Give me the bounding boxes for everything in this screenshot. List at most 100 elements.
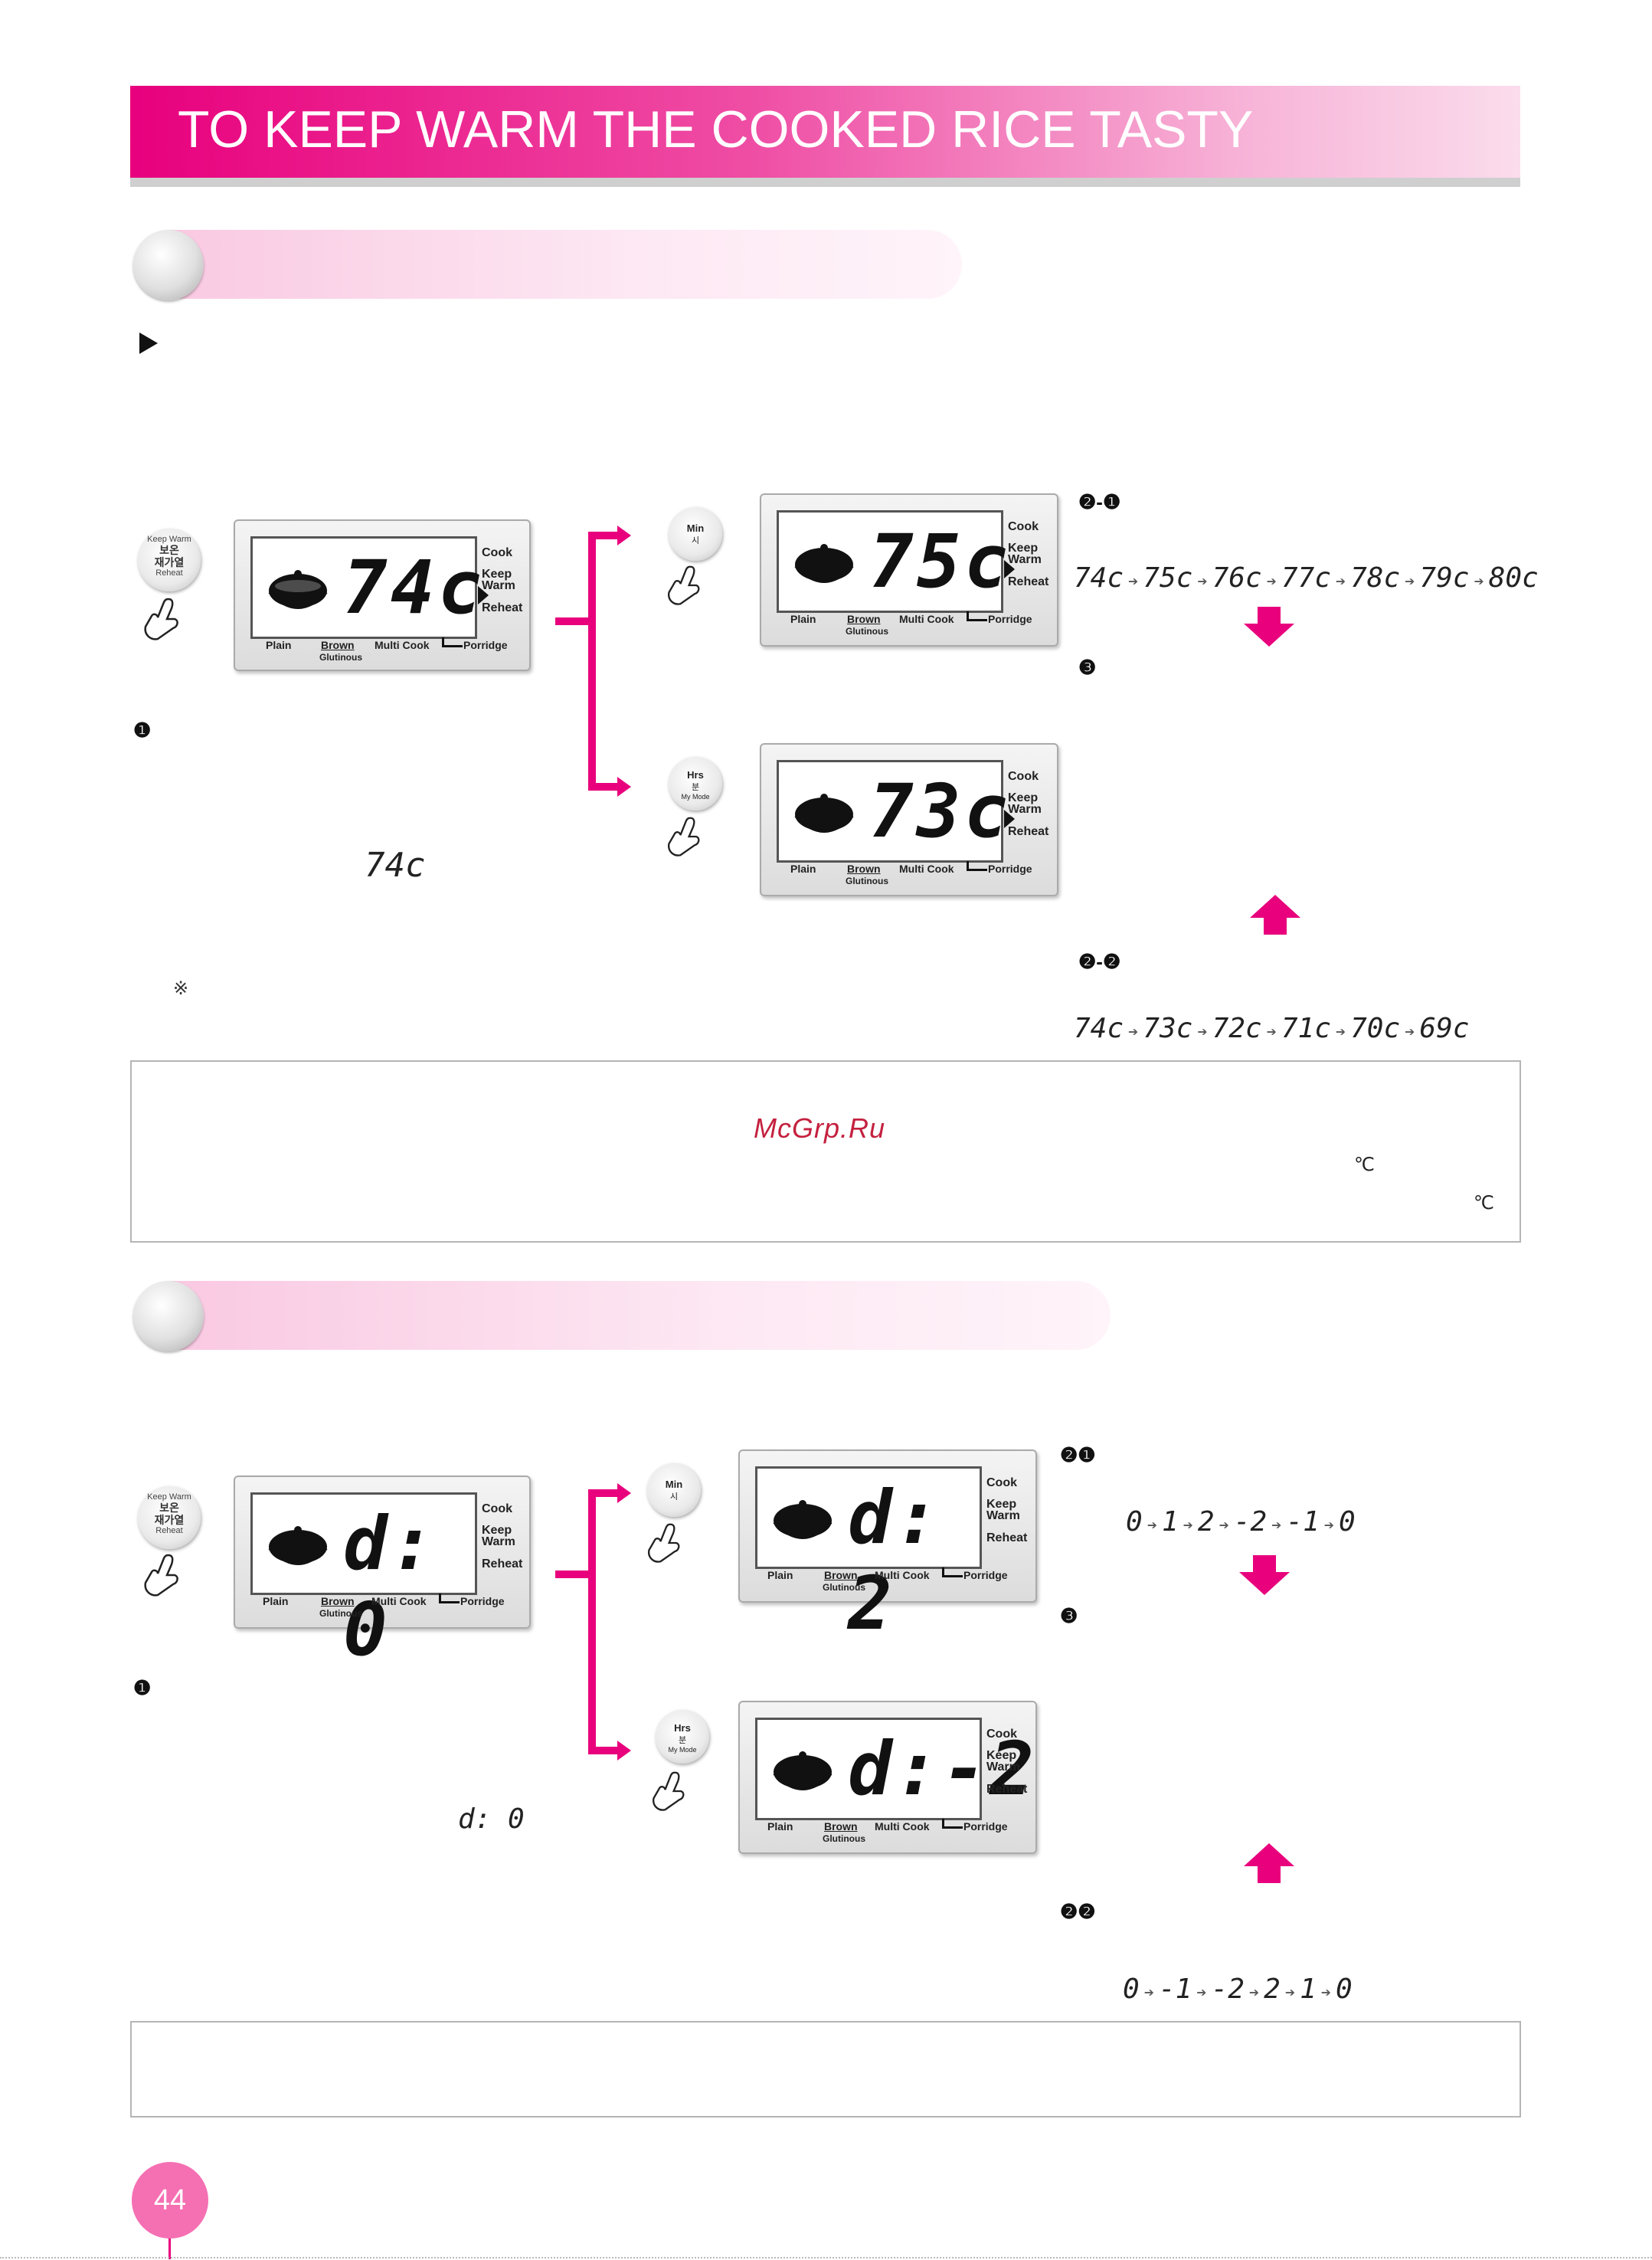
note-box-2 [130, 2021, 1521, 2118]
adjust-sequence-down: 0➔-1➔-2➔2➔1➔0 [1123, 1973, 1353, 2005]
lcd-label-cook: Cook [482, 1502, 512, 1515]
keep-warm-button[interactable]: Keep Warm 보온 재가열 Reheat [138, 529, 201, 591]
lcd-digits: d: 0 [343, 1501, 438, 1672]
lcd-label-warm: Warm [482, 579, 515, 592]
lcd-label-reheat: Reheat [986, 1783, 1028, 1796]
bracket-top-branch [588, 1489, 620, 1497]
lcd-label-warm: Warm [1008, 553, 1042, 566]
sequence-arrow-icon: ➔ [1405, 572, 1415, 591]
rice-bowl-icon [794, 794, 854, 833]
lcd-digits: 73c [869, 768, 1012, 854]
sequence-value: 78c [1350, 562, 1401, 594]
sequence-value: 69c [1419, 1013, 1470, 1044]
lcd-label-reheat: Reheat [482, 1557, 523, 1571]
lcd-label-warm: Warm [986, 1761, 1020, 1774]
lcd-label-reheat: Reheat [1008, 825, 1049, 838]
sequence-value: 75c [1143, 562, 1193, 594]
hrs-button[interactable]: Hrs 분 My Mode [669, 757, 722, 811]
sequence-value: 0 [1336, 1973, 1353, 2005]
lcd-display-up: 75c Cook Keep Warm Reheat Plain Brown Gl… [760, 493, 1058, 647]
lcd-label-cook: Cook [1008, 520, 1039, 533]
lcd-label-multi-cook: Multi Cook [899, 613, 954, 625]
bracket-top-arrow-icon [617, 1483, 631, 1503]
bracket-stem [555, 1571, 592, 1578]
lcd-label-porridge: Porridge [988, 863, 1032, 875]
bottom-rule [0, 2257, 1652, 2260]
sequence-value: 76c [1212, 562, 1262, 594]
lcd-label-keep: Keep [482, 1524, 512, 1537]
min-ko-label: 시 [691, 536, 700, 545]
sequence-arrow-icon: ➔ [1128, 572, 1139, 591]
lcd-label-multi-cook: Multi Cook [875, 1569, 930, 1581]
lcd-label-warm: Warm [986, 1509, 1020, 1522]
lcd-label-warm: Warm [1008, 803, 1042, 816]
rice-bowl-icon [268, 1526, 328, 1565]
arrow-up-icon [1244, 1843, 1294, 1883]
lcd-label-brown: Brown [847, 613, 881, 625]
section-1-heading-bullet [133, 230, 204, 300]
pointer-triangle-icon [1004, 810, 1015, 828]
lcd-label-brown: Brown [824, 1569, 858, 1581]
porridge-indicator [439, 1593, 460, 1603]
lcd-screen: d:-2 [755, 1718, 1034, 1820]
min-button[interactable]: Min 시 [647, 1463, 701, 1517]
sequence-arrow-icon: ➔ [1197, 572, 1208, 591]
sequence-value: 1 [1300, 1973, 1317, 2005]
lcd-label-brown: Brown [321, 639, 355, 651]
my-mode-label: My Mode [668, 1746, 697, 1754]
page-number: 44 [153, 2184, 187, 2216]
lcd-screen: d: 0 [250, 1492, 477, 1672]
sequence-value: 77c [1281, 562, 1331, 594]
min-button[interactable]: Min 시 [669, 507, 722, 561]
lcd-label-brown: Brown [824, 1820, 858, 1833]
sequence-arrow-icon: ➔ [1474, 572, 1484, 591]
title-banner-shadow [130, 178, 1520, 187]
porridge-indicator [442, 637, 463, 647]
lcd-display-main: d: 0 Cook Keep Warm Reheat Plain Brown G… [234, 1476, 531, 1672]
sequence-arrow-icon: ➔ [1335, 572, 1346, 591]
lcd-label-cook: Cook [1008, 770, 1039, 783]
page-number-stem [168, 2229, 171, 2259]
lcd-label-keep: Keep [1008, 791, 1039, 804]
page-number-badge: 44 [132, 2162, 208, 2239]
sequence-value: -2 [1211, 1973, 1245, 2005]
lcd-label-multi-cook: Multi Cook [375, 639, 430, 651]
sequence-value: 0 [1126, 1506, 1143, 1538]
lcd-display-down: 73c Cook Keep Warm Reheat Plain Brown Gl… [760, 743, 1058, 896]
finger-press-icon [648, 1523, 680, 1563]
lcd-label-warm: Warm [482, 1535, 515, 1548]
adjust-sequence-up: 0➔1➔2➔-2➔-1➔0 [1126, 1506, 1356, 1538]
lcd-label-porridge: Porridge [963, 1820, 1008, 1833]
hrs-button[interactable]: Hrs 분 My Mode [656, 1710, 709, 1764]
lcd-label-multi-cook: Multi Cook [875, 1820, 930, 1833]
lcd-screen: 73c [777, 760, 1015, 863]
arrow-up-icon [1250, 895, 1300, 935]
keep-warm-label: Keep Warm [147, 1492, 191, 1502]
section-1-heading-bar [138, 230, 962, 299]
sequence-value: 2 [1264, 1973, 1281, 2005]
rice-bowl-icon [773, 1751, 833, 1790]
play-bullet-icon [139, 332, 158, 354]
sequence-arrow-icon: ➔ [1266, 572, 1277, 591]
sequence-value: -2 [1233, 1506, 1268, 1538]
finger-press-icon [144, 598, 178, 640]
lcd-screen: 74c [250, 536, 489, 639]
sequence-arrow-icon: ➔ [1197, 1023, 1208, 1042]
reheat-ko-label: 재가열 [154, 556, 185, 568]
rice-bowl-icon [773, 1500, 833, 1539]
lcd-label-keep: Keep [1008, 542, 1039, 555]
lcd-display-main: 74c Cook Keep Warm Reheat Plain Brown Gl… [234, 519, 531, 671]
step-marker-1: ❶ [133, 719, 152, 742]
rice-bowl-icon [268, 570, 328, 609]
sequence-arrow-icon: ➔ [1219, 1516, 1229, 1535]
sequence-arrow-icon: ➔ [1271, 1516, 1282, 1535]
sequence-arrow-icon: ➔ [1405, 1023, 1415, 1042]
bracket-vertical [588, 532, 596, 791]
lcd-label-keep: Keep [986, 1749, 1017, 1762]
finger-press-icon [653, 1771, 685, 1811]
lcd-label-plain: Plain [263, 1595, 289, 1607]
bracket-bottom-branch [588, 783, 620, 791]
keep-warm-label: Keep Warm [147, 535, 191, 544]
sequence-value: 73c [1143, 1013, 1193, 1044]
keep-warm-button[interactable]: Keep Warm 보온 재가열 Reheat [138, 1486, 201, 1549]
